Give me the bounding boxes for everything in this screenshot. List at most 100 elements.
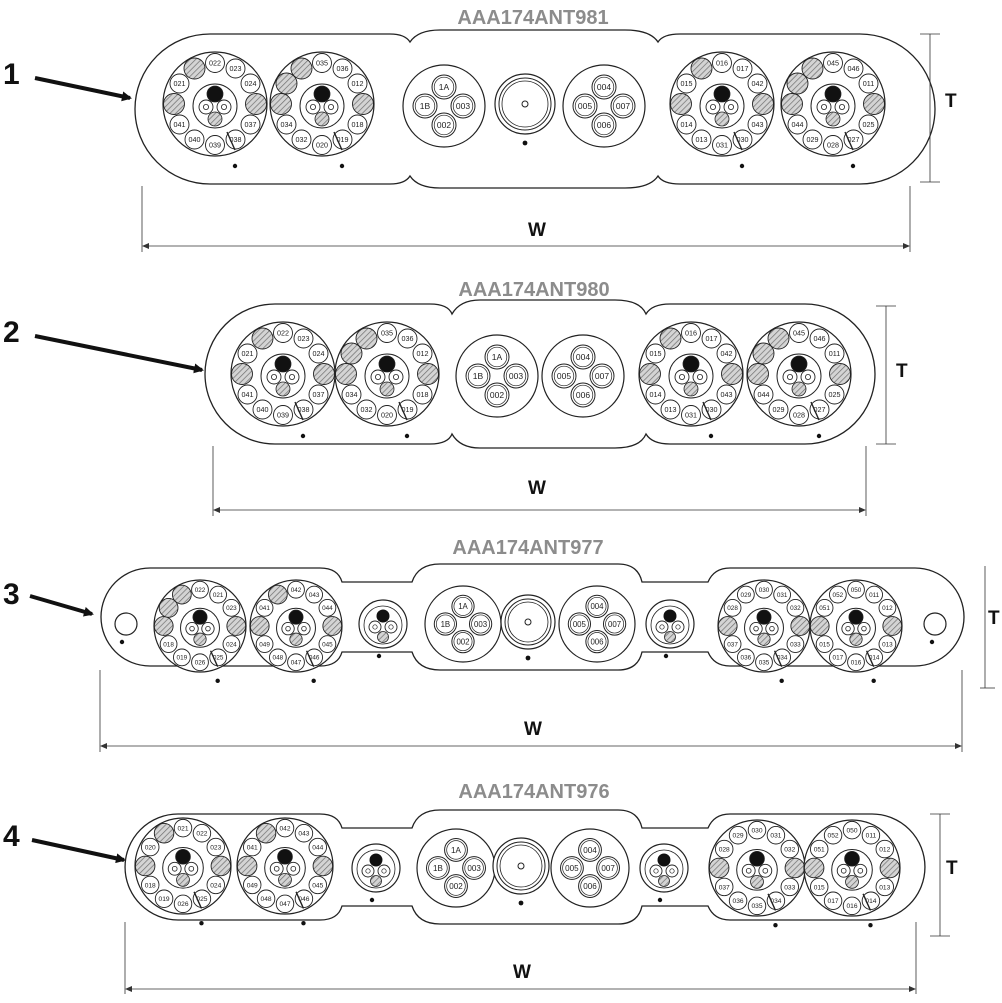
section-number: 1: [3, 58, 20, 91]
conductor-center: [205, 625, 211, 632]
pair-core: [650, 605, 690, 645]
wire-number: 006: [590, 637, 604, 646]
ripcord-dot: [868, 923, 873, 928]
wire-number: 011: [869, 592, 880, 599]
filler-strand: [790, 616, 811, 636]
wire-number: 021: [241, 349, 253, 358]
ripcord-line: [294, 401, 304, 421]
wire-number: 031: [685, 411, 697, 420]
wire-strand: [768, 399, 789, 420]
conductor-center: [202, 104, 209, 111]
wire-strand: [875, 839, 894, 859]
conductor-center: [189, 625, 195, 632]
filler-strand: [313, 363, 335, 385]
quad-insulation: [562, 858, 582, 878]
quad-sheath: [558, 585, 636, 663]
wire-strand: [243, 837, 262, 857]
ripcord-dot: [522, 140, 528, 146]
wire-strand: [240, 114, 261, 135]
quad-conductor: [451, 594, 475, 619]
quad-insulation: [580, 876, 600, 896]
wire-number: 015: [819, 641, 830, 648]
conductor-center: [285, 625, 291, 632]
conductor-center: [270, 373, 277, 380]
wire-strand: [823, 135, 843, 155]
quad-conductor: [503, 363, 529, 389]
wire-strand: [256, 889, 276, 908]
filler-strand: [251, 327, 274, 350]
wire-number: 034: [280, 120, 292, 129]
wire-strand: [843, 58, 864, 79]
filler-strand: [340, 342, 363, 365]
wire-number: 045: [827, 59, 839, 68]
conductor-center: [290, 865, 297, 872]
wire-number: 034: [770, 898, 781, 905]
wire-number: 022: [196, 831, 207, 838]
cable-outline: [124, 809, 926, 925]
wire-strand: [318, 599, 337, 617]
filler-strand: [210, 855, 232, 877]
wire-number: 031: [770, 833, 781, 840]
conductor-center: [710, 104, 717, 111]
wire-strand: [701, 399, 722, 420]
wire-number: 028: [793, 411, 805, 420]
wire-strand: [645, 343, 666, 364]
wire-strand: [773, 585, 791, 604]
filler-strand: [781, 93, 803, 115]
black-conductor: [682, 355, 700, 373]
quad-insulation: [467, 365, 489, 387]
wire-number: 044: [322, 605, 333, 612]
wire-strand: [305, 585, 323, 604]
conductor-center: [769, 625, 775, 632]
ripcord-dot: [871, 678, 876, 684]
wire-number: 011: [863, 79, 874, 88]
drain-conductor: [664, 631, 676, 643]
arrow-icon: [34, 334, 204, 374]
conductor-center: [840, 867, 847, 874]
wire-number: 028: [727, 605, 738, 612]
wire-strand: [747, 73, 768, 94]
quad-conductor: [451, 629, 475, 654]
wire-number: 004: [590, 602, 604, 611]
drain-conductor: [370, 875, 382, 887]
wire-strand: [397, 328, 418, 349]
conductor-center: [821, 104, 828, 111]
filler-strand: [183, 57, 206, 80]
ripcord-dot: [301, 921, 306, 926]
wire-strand: [209, 585, 227, 604]
filler-strand: [236, 855, 258, 877]
conductor-center: [171, 865, 178, 872]
wire-number: 014: [649, 390, 661, 399]
ripcord-line: [733, 131, 743, 151]
ripcord-dot: [404, 433, 410, 439]
wire-strand: [875, 877, 894, 897]
bundle-core: [260, 353, 306, 399]
conductor-center: [675, 624, 681, 630]
wire-number: 012: [417, 349, 429, 358]
wire-strand: [861, 891, 881, 910]
quad-insulation: [486, 384, 508, 406]
conductor-center: [388, 624, 394, 630]
dimension-width: W: [99, 670, 963, 752]
filler-strand: [879, 857, 901, 879]
wire-strand: [308, 384, 329, 405]
bundle-core: [162, 847, 204, 889]
quad-sheath: [455, 334, 539, 418]
conductor-center: [188, 865, 195, 872]
filler-strand: [153, 616, 174, 636]
wire-number: 004: [597, 82, 611, 92]
quad-conductor: [444, 838, 468, 862]
wire-number: 038: [230, 135, 242, 144]
filler-strand: [417, 363, 439, 385]
wire-strand: [815, 635, 834, 653]
quad-conductor: [610, 93, 636, 119]
black-conductor: [192, 609, 208, 625]
wire-strand: [737, 648, 755, 667]
wire-number: 052: [833, 592, 844, 599]
